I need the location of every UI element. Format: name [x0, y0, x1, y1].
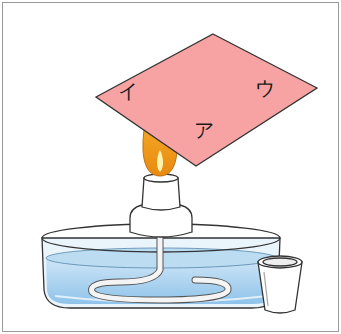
paper-sheet	[96, 34, 317, 166]
wick-holder	[130, 174, 192, 237]
frame	[3, 3, 339, 332]
wick	[92, 238, 229, 300]
position-label: ウ	[255, 78, 275, 98]
flame-core	[157, 150, 163, 172]
position-label: ア	[194, 120, 214, 140]
lamp-cap	[258, 256, 302, 313]
position-label: イ	[118, 81, 138, 101]
